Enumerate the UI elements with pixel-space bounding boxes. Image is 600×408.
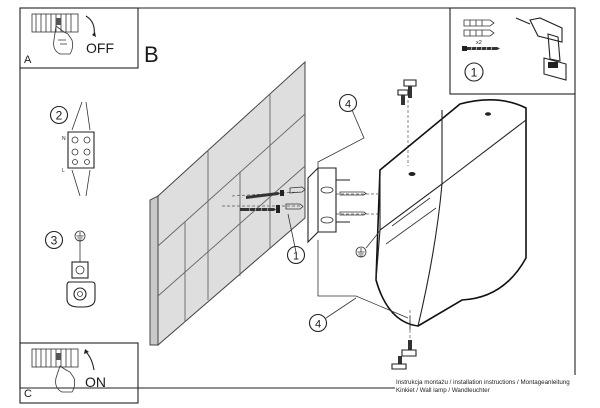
bottom-screws: [391, 340, 417, 370]
mounting-bracket: [307, 167, 367, 244]
screw-icon: [462, 46, 500, 51]
wall-plugs: [285, 186, 306, 210]
wall-screws: [240, 190, 284, 213]
step-ground-number: 3: [51, 234, 58, 248]
arm-bottom-callout-number: 4: [315, 319, 321, 331]
step-wiring: 2 N L: [49, 101, 95, 197]
ground-symbol-icon: [74, 230, 86, 262]
panel-c-state: ON: [85, 374, 106, 390]
switch-off-icon: [31, 13, 96, 55]
wall-bricks: [149, 60, 306, 347]
screw-callout-number: 1: [293, 251, 299, 263]
lamp-ground-symbol-icon: [355, 227, 383, 258]
drill-icon: [515, 17, 567, 81]
arm-top-callout-number: 4: [345, 99, 351, 111]
section-b-letter: B: [144, 42, 159, 67]
ground-terminal-icon: [66, 261, 96, 308]
switch-on-icon: [31, 348, 95, 393]
kit-quantity: x2: [476, 40, 482, 46]
top-screws: [397, 79, 417, 105]
panel-c-letter: C: [24, 388, 32, 400]
callout-leaders: [287, 109, 409, 319]
panel-tools: x2 1: [449, 7, 576, 95]
wall-plug-icon: [463, 19, 495, 37]
terminal-n-label: N: [62, 136, 66, 142]
terminal-l-label: L: [62, 168, 65, 174]
alignment-guides: [222, 100, 411, 340]
caption-product: Kinkiet / Wall lamp / Wandleuchter: [396, 387, 490, 394]
step-wiring-number: 2: [56, 109, 63, 123]
panel-c: C ON: [19, 342, 139, 404]
wall-lamp: [375, 99, 527, 330]
terminal-block-icon: [67, 101, 95, 197]
panel-a-letter: A: [24, 54, 32, 66]
step-tools-number: 1: [471, 66, 478, 80]
panel-a-state: OFF: [86, 40, 114, 56]
panel-a: A OFF: [19, 7, 139, 69]
caption-instructions: Instrukcja montażu / installation instru…: [396, 379, 570, 386]
step-ground: 3: [44, 230, 96, 308]
